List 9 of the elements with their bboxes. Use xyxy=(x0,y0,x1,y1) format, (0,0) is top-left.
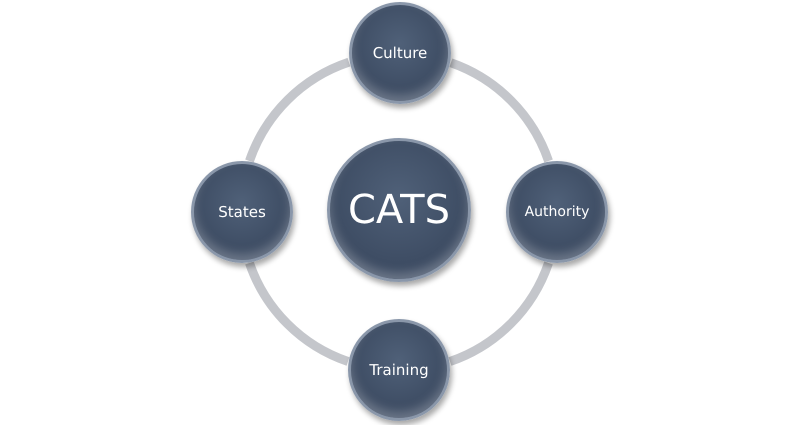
ring-connector xyxy=(245,261,350,366)
circle-label: Authority xyxy=(524,204,590,220)
ring-connector xyxy=(245,58,351,163)
ring-connector xyxy=(449,58,553,163)
circle-label: Training xyxy=(369,361,429,379)
circle-label: CATS xyxy=(348,187,450,233)
ring-connector xyxy=(448,261,553,366)
circle-label: States xyxy=(218,203,266,221)
circle-label: Culture xyxy=(372,44,428,62)
